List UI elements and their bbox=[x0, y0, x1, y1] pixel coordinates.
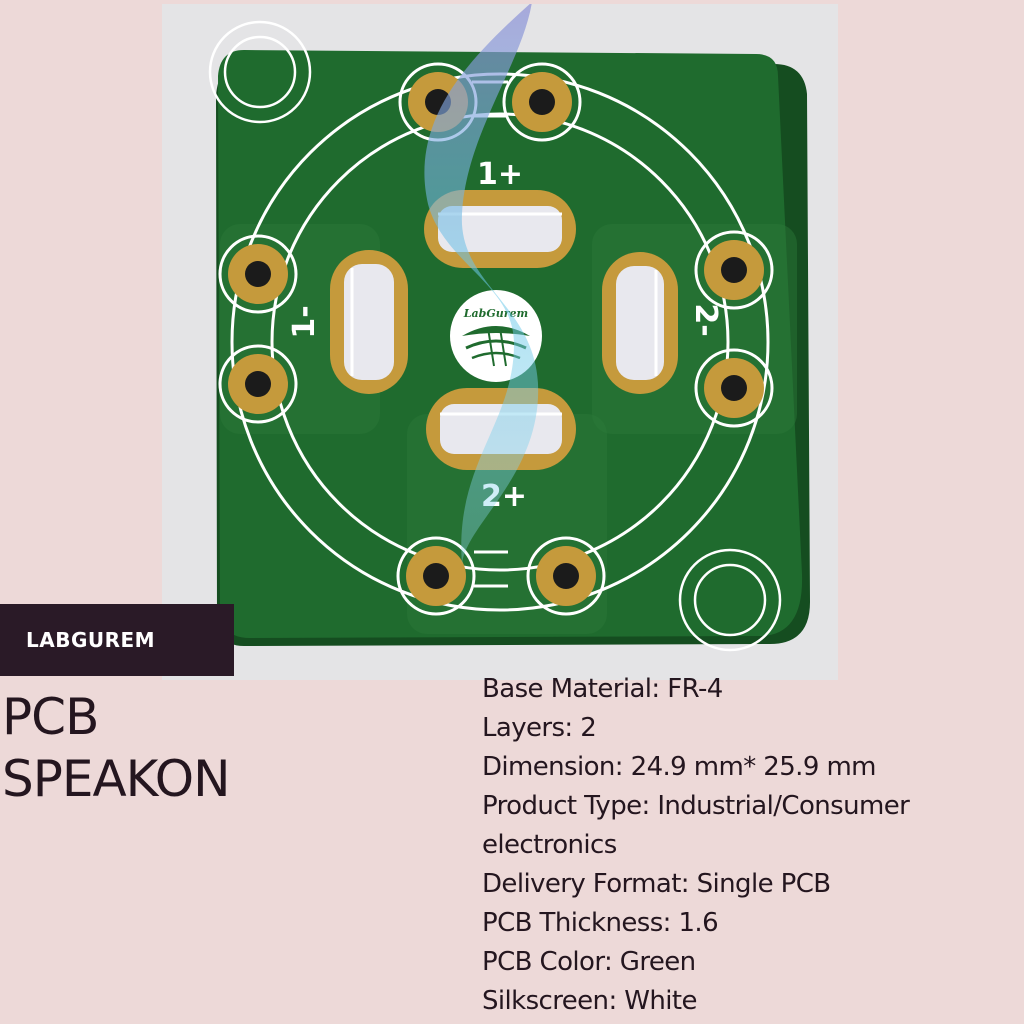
spec-item: PCB Color: Green bbox=[482, 947, 696, 977]
spec-item: Silkscreen: White bbox=[482, 986, 697, 1016]
watermark-swoosh bbox=[424, 4, 539, 564]
through-hole-pads bbox=[218, 62, 774, 616]
product-title-line-1: PCB bbox=[2, 688, 99, 746]
brand-tag: LABGUREM bbox=[0, 604, 234, 676]
spec-item: Dimension: 24.9 mm* 25.9 mm bbox=[482, 752, 877, 782]
spec-item: Base Material: FR-4 bbox=[482, 674, 723, 704]
label-1-plus: 1+ bbox=[477, 157, 523, 192]
svg-text:LabGurem: LabGurem bbox=[463, 307, 528, 320]
spec-item: Delivery Format: Single PCB bbox=[482, 869, 831, 899]
spec-item: Layers: 2 bbox=[482, 713, 597, 743]
mount-hole-bottom-right bbox=[678, 548, 782, 652]
spec-list: Base Material: FR-4 Layers: 2 Dimension:… bbox=[482, 670, 1012, 1021]
slot-pad-2-minus bbox=[602, 252, 678, 394]
brand-name: LABGUREM bbox=[26, 628, 156, 652]
label-2-minus: 2- bbox=[688, 303, 723, 336]
product-title-line-2: SPEAKON bbox=[2, 750, 230, 808]
spec-item: PCB Thickness: 1.6 bbox=[482, 908, 719, 938]
product-title: PCB SPEAKON bbox=[2, 686, 230, 810]
label-1-minus: 1- bbox=[287, 305, 322, 338]
slot-pad-1-minus bbox=[330, 250, 408, 394]
pcb-render-image: 1+ 2+ 1- 2- LabGurem bbox=[162, 4, 838, 680]
mount-hole-top-left bbox=[208, 20, 312, 124]
spec-item: Product Type: Industrial/Consumer electr… bbox=[482, 791, 910, 860]
